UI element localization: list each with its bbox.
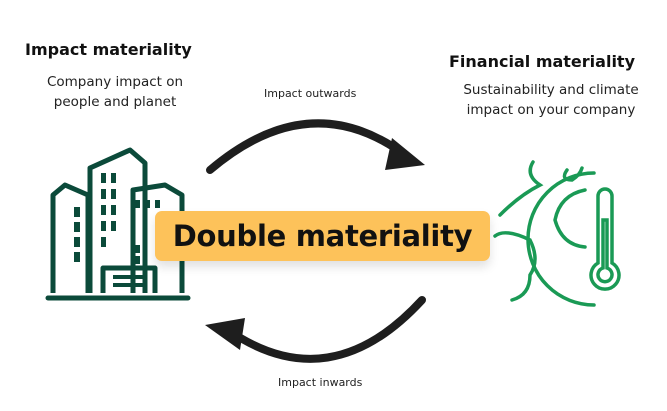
subtitle-line: people and planet bbox=[53, 94, 177, 110]
impact-materiality-subtitle: Company impact on people and planet bbox=[15, 72, 215, 112]
subtitle-line: Sustainability and climate bbox=[463, 82, 639, 98]
double-materiality-label: Double materiality bbox=[155, 211, 490, 261]
subtitle-line: impact on your company bbox=[466, 102, 636, 118]
arrow-inwards bbox=[205, 296, 426, 363]
impact-inwards-label: Impact inwards bbox=[278, 376, 363, 389]
financial-materiality-title: Financial materiality bbox=[449, 52, 635, 71]
impact-materiality-title: Impact materiality bbox=[25, 40, 192, 59]
subtitle-line: Company impact on bbox=[46, 74, 184, 90]
financial-materiality-subtitle: Sustainability and climate impact on you… bbox=[440, 80, 662, 120]
globe-thermometer-icon bbox=[493, 160, 621, 307]
impact-outwards-label: Impact outwards bbox=[264, 87, 357, 100]
buildings-icon bbox=[45, 147, 191, 301]
arrow-outwards bbox=[206, 119, 425, 174]
